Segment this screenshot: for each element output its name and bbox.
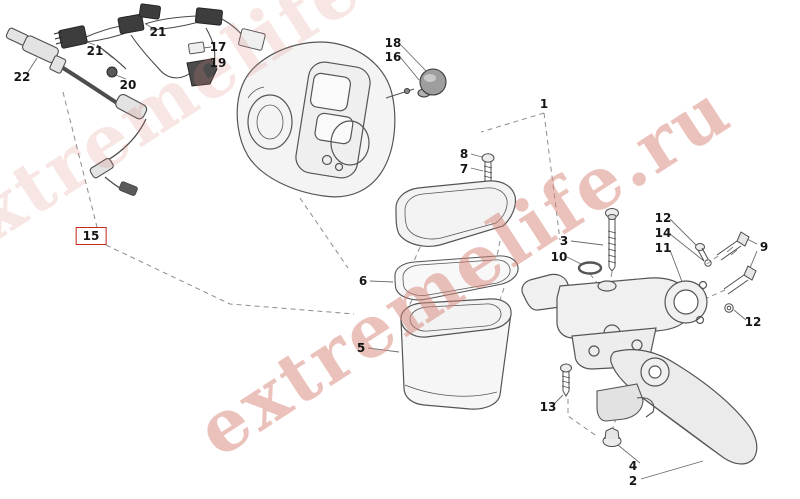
choke-knob bbox=[385, 68, 447, 99]
callout-21: 21 bbox=[86, 44, 104, 58]
clamp-screw-12-14 bbox=[695, 243, 712, 267]
reservoir-cover bbox=[395, 180, 517, 247]
callout-2: 2 bbox=[628, 474, 638, 488]
callout-9: 9 bbox=[759, 240, 769, 254]
washer-12 bbox=[724, 303, 734, 313]
callout-13: 13 bbox=[539, 400, 557, 414]
callout-12: 12 bbox=[744, 315, 762, 329]
callout-7: 7 bbox=[459, 162, 469, 176]
pivot-screw-13 bbox=[560, 363, 572, 397]
callout-11: 11 bbox=[654, 241, 672, 255]
harness-clip-19 bbox=[186, 58, 218, 87]
callout-6: 6 bbox=[358, 274, 368, 288]
callout-14: 14 bbox=[654, 226, 672, 240]
callout-1: 1 bbox=[539, 97, 549, 111]
cover-screw bbox=[481, 153, 495, 188]
callout-8: 8 bbox=[459, 147, 469, 161]
callout-17: 17 bbox=[209, 40, 227, 54]
master-cylinder-body bbox=[521, 273, 689, 370]
pivot-nut-4 bbox=[602, 427, 622, 447]
callout-12: 12 bbox=[654, 211, 672, 225]
dashed-group-lines bbox=[62, 91, 726, 438]
callout-22: 22 bbox=[13, 70, 31, 84]
clamp-bolts-9 bbox=[716, 231, 757, 295]
callout-10: 10 bbox=[550, 250, 568, 264]
callout-19: 19 bbox=[209, 56, 227, 70]
lever-perch bbox=[596, 383, 655, 422]
handlebar-clamp bbox=[664, 280, 708, 325]
reservoir-body bbox=[400, 298, 512, 410]
callout-15: 15 bbox=[75, 227, 107, 245]
callout-4: 4 bbox=[628, 459, 638, 473]
o-ring-10 bbox=[577, 261, 603, 275]
grommet-20 bbox=[106, 66, 118, 78]
mounting-bolt-3 bbox=[605, 208, 619, 272]
reservoir-gasket bbox=[394, 255, 519, 301]
callout-21: 21 bbox=[149, 25, 167, 39]
callout-5: 5 bbox=[356, 341, 366, 355]
throttle-cable bbox=[5, 27, 148, 196]
connector-17 bbox=[188, 28, 266, 55]
harness-connectors bbox=[53, 3, 223, 49]
brake-lever bbox=[610, 349, 758, 465]
callout-16: 16 bbox=[384, 50, 402, 64]
control-housing bbox=[236, 41, 396, 198]
callout-20: 20 bbox=[119, 78, 137, 92]
callout-3: 3 bbox=[559, 234, 569, 248]
wiring-harness bbox=[85, 10, 245, 79]
callout-18: 18 bbox=[384, 36, 402, 50]
